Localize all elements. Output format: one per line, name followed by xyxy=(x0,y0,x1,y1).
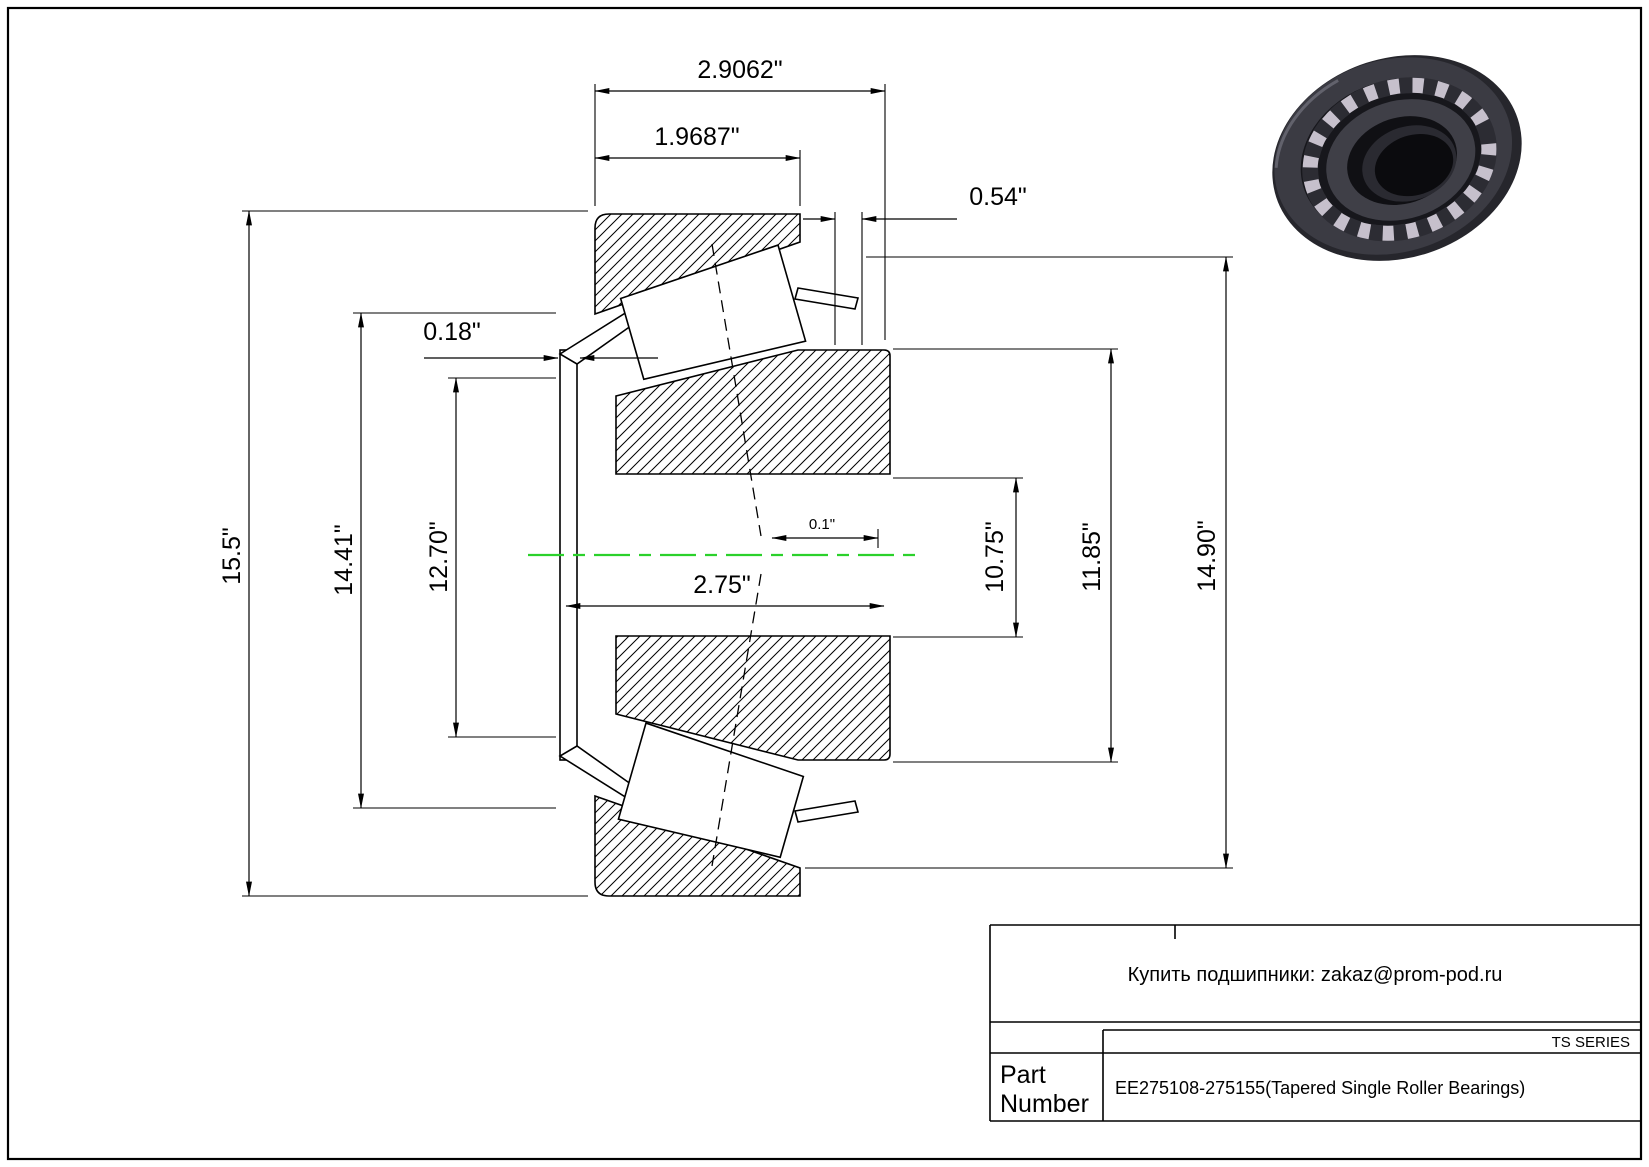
dim-label-11-85: 11.85" xyxy=(1078,522,1106,592)
bearing-3d-image xyxy=(1272,55,1522,261)
dimension-2-75: 2.75" xyxy=(565,571,885,609)
bearing-cross-section xyxy=(528,213,918,897)
page-border xyxy=(6,6,1643,1161)
roller-axis-dashed-bottom xyxy=(711,573,762,867)
dim-label-15-5: 15.5" xyxy=(218,527,246,585)
roller-bottom xyxy=(617,722,805,859)
part-label-line1: Part xyxy=(1000,1061,1046,1089)
dimension-11-85: 11.85" xyxy=(893,348,1118,763)
dim-label-10-75: 10.75" xyxy=(981,521,1009,592)
part-number-value: EE275108-275155(Tapered Single Roller Be… xyxy=(1115,1078,1525,1098)
dim-label-2-9062: 2.9062" xyxy=(697,56,782,84)
dimension-10-75: 10.75" xyxy=(893,477,1023,638)
cage-lip-top-right xyxy=(793,287,860,310)
dimension-2-9062: 2.9062" xyxy=(594,56,886,340)
dimension-0-54: 0.54" xyxy=(803,183,1027,345)
dim-label-14-90: 14.90" xyxy=(1193,520,1221,591)
title-block: Купить подшипники: zakaz@prom-pod.ru TS … xyxy=(989,924,1642,1122)
dim-label-2-75: 2.75" xyxy=(693,571,751,599)
dim-label-12-70: 12.70" xyxy=(425,521,453,592)
cone-top-section xyxy=(615,349,891,475)
series-label: TS SERIES xyxy=(1552,1034,1630,1051)
dim-label-0-18: 0.18" xyxy=(423,318,481,346)
dimension-0-18: 0.18" xyxy=(423,318,658,361)
dim-label-0-1: 0.1" xyxy=(809,516,835,533)
part-label-line2: Number xyxy=(1000,1090,1089,1118)
dimension-12-70: 12.70" xyxy=(425,377,556,738)
contact-text: Купить подшипники: zakaz@prom-pod.ru xyxy=(1128,964,1503,986)
dimensions: 2.9062" 1.9687" 0.54" 0.18" 15.5" xyxy=(218,56,1233,897)
cone-bottom-section xyxy=(615,635,891,761)
dimension-14-90: 14.90" xyxy=(805,256,1233,869)
dimension-1-9687: 1.9687" xyxy=(594,123,801,206)
dimension-0-1: 0.1" xyxy=(771,516,879,548)
roller-axis-dashed-top xyxy=(711,243,762,537)
dimension-14-41: 14.41" xyxy=(330,312,556,809)
roller-top xyxy=(619,244,807,381)
dim-label-14-41: 14.41" xyxy=(330,524,358,595)
dim-label-0-54: 0.54" xyxy=(969,183,1027,211)
cage-lip-bottom-right xyxy=(793,800,860,823)
dim-label-1-9687: 1.9687" xyxy=(654,123,739,151)
dimension-15-5: 15.5" xyxy=(218,210,588,897)
